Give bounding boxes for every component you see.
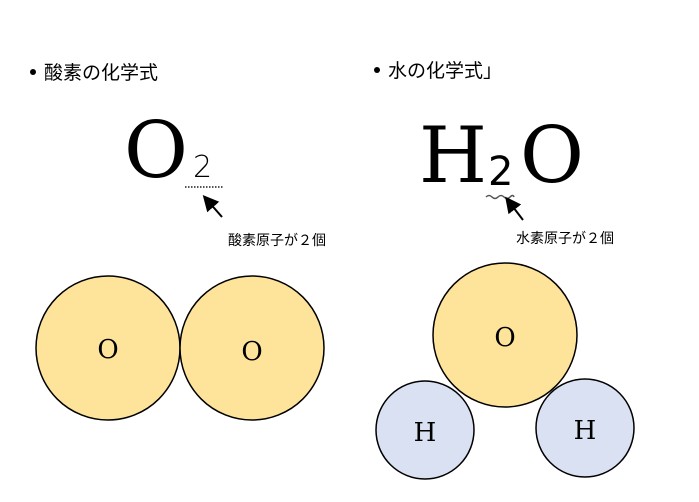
hydrogen-note-arrow: [505, 196, 524, 221]
oxygen-formula-subscript: 2: [193, 150, 213, 185]
oxygen-atom-note: 酸素原子が２個: [228, 233, 326, 249]
left-heading: 酸素の化学式: [30, 58, 158, 85]
bullet-dot-icon: [374, 66, 380, 73]
water-formula-h: H: [419, 111, 488, 201]
water-oxygen-atom-label: O: [494, 323, 515, 353]
bullet-dot-icon: [30, 68, 36, 75]
oxygen-atom-right-label: O: [241, 337, 262, 367]
oxygen-formula-main: O: [124, 106, 188, 196]
water-hydrogen-atom-right-label: H: [574, 416, 597, 446]
oxygen-note-arrow: [202, 194, 223, 218]
water-formula-subscript: 2: [488, 149, 514, 195]
water-hydrogen-atom-left-label: H: [414, 418, 437, 448]
hydrogen-atom-note: 水素原子が２個: [516, 231, 614, 247]
water-formula-o: O: [520, 111, 584, 201]
hydrogen-subscript-underline: [485, 194, 515, 200]
water-hydrogen-atom-left: [375, 380, 475, 480]
left-heading-text: 酸素の化学式: [44, 62, 159, 84]
right-heading-text: 水の化学式」: [388, 60, 503, 82]
oxygen-atom-right: [179, 275, 325, 421]
oxygen-atom-left-label: O: [97, 335, 118, 365]
water-hydrogen-atom-right: [535, 378, 635, 478]
water-oxygen-atom: [432, 262, 578, 408]
right-heading: 水の化学式」: [374, 56, 502, 83]
